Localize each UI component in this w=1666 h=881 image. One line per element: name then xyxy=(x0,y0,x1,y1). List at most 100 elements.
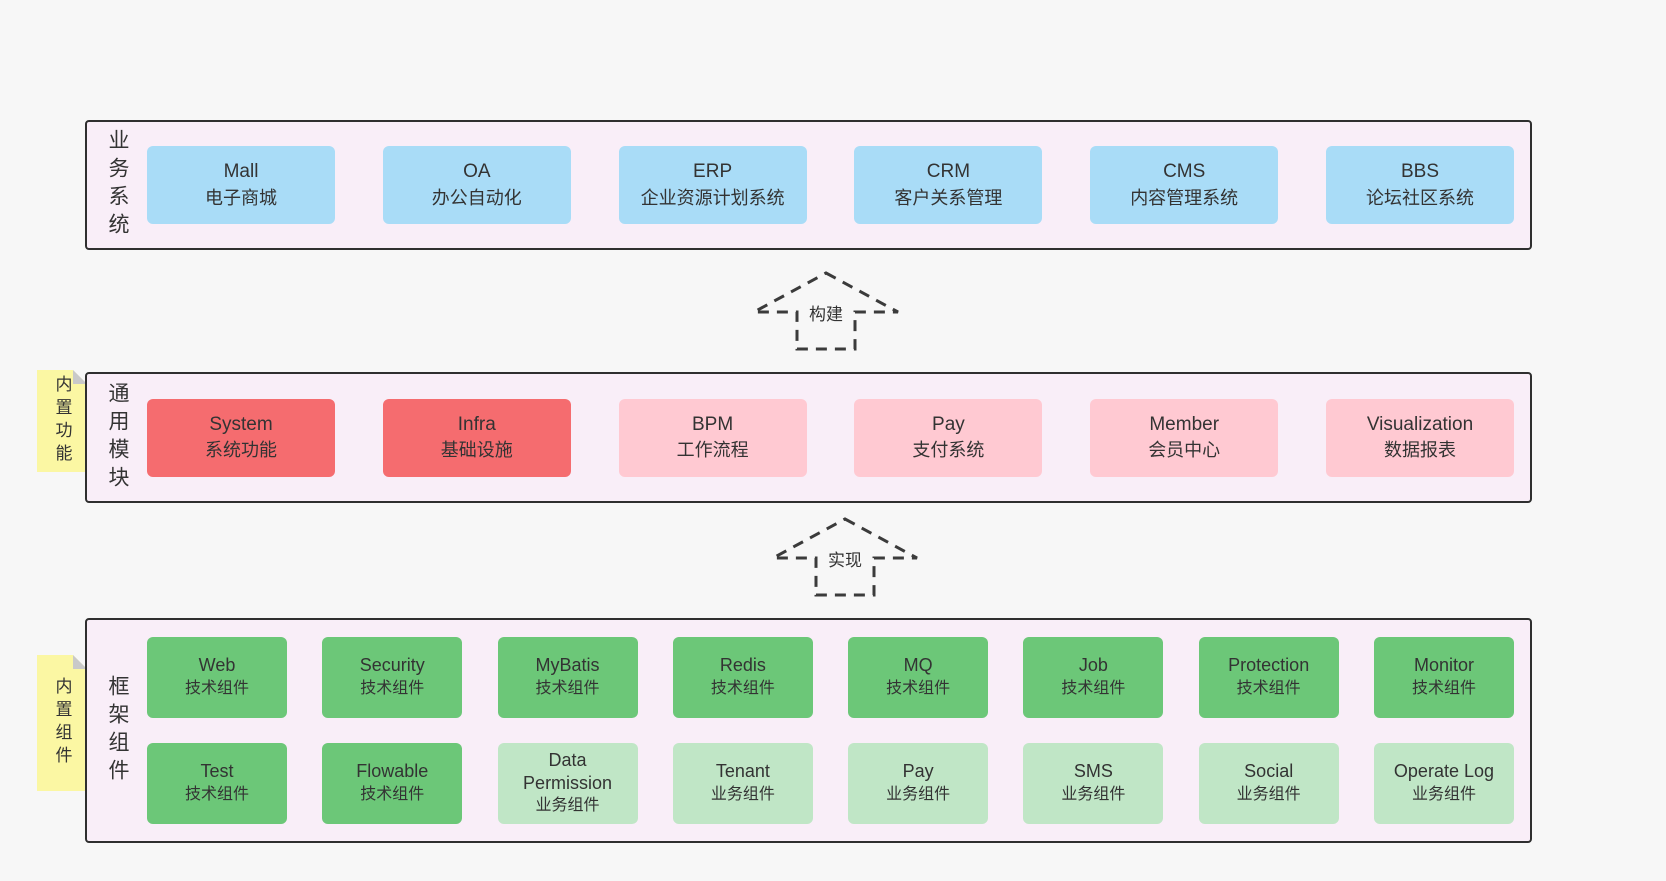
framework-components-row-1: Web 技术组件 Security 技术组件 MyBatis 技术组件 Redi… xyxy=(147,637,1514,718)
business-systems-boxes: Mall 电子商城 OA 办公自动化 ERP 企业资源计划系统 CRM 客户关系… xyxy=(147,122,1530,248)
box-subtitle: 会员中心 xyxy=(1148,440,1221,461)
box-operate-log: Operate Log 业务组件 xyxy=(1373,743,1514,824)
box-bbs: BBS 论坛社区系统 xyxy=(1325,146,1514,224)
box-job: Job 技术组件 xyxy=(1023,637,1164,718)
box-tenant: Tenant 业务组件 xyxy=(672,743,813,824)
box-title: Monitor xyxy=(1413,655,1474,676)
box-subtitle: 系统功能 xyxy=(205,440,277,461)
common-modules-boxes: System 系统功能 Infra 基础设施 BPM 工作流程 Pay 支付系统… xyxy=(147,374,1530,501)
sticky-note-label: 内置功能 xyxy=(52,375,72,467)
box-title: BPM xyxy=(692,413,734,435)
box-subtitle: 技术组件 xyxy=(184,679,249,697)
box-subtitle: 支付系统 xyxy=(912,440,985,461)
box-title: Security xyxy=(359,655,425,676)
box-title: Web xyxy=(198,655,236,676)
box-system: System 系统功能 xyxy=(147,398,335,477)
band-framework-components: 框架组件 Web 技术组件 Security 技术组件 MyBatis 技术组件… xyxy=(85,618,1532,843)
box-title: Test xyxy=(200,761,234,782)
box-subtitle: 基础设施 xyxy=(440,440,513,461)
arrow-up-implement: 实现 xyxy=(770,516,920,598)
box-title: Pay xyxy=(902,761,934,782)
box-title: Job xyxy=(1078,655,1108,676)
band-label-framework-components: 框架组件 xyxy=(87,620,147,841)
box-title: Infra xyxy=(457,413,496,435)
box-subtitle: 办公自动化 xyxy=(431,187,522,208)
framework-components-row-2: Test 技术组件 Flowable 技术组件 Data Permission … xyxy=(147,743,1514,824)
box-mall: Mall 电子商城 xyxy=(147,146,335,224)
box-mq: MQ 技术组件 xyxy=(848,637,989,718)
box-title: Operate Log xyxy=(1393,761,1494,782)
arrow-label: 实现 xyxy=(825,546,865,571)
box-title: SMS xyxy=(1073,761,1113,782)
box-infra: Infra 基础设施 xyxy=(382,398,571,477)
box-title: ERP xyxy=(693,161,733,183)
band-business-systems: 业务系统 Mall 电子商城 OA 办公自动化 ERP 企业资源计划系统 CRM… xyxy=(85,120,1532,250)
box-title: Mall xyxy=(223,161,259,183)
box-oa: OA 办公自动化 xyxy=(382,146,571,224)
arrow-up-build: 构建 xyxy=(751,270,901,352)
framework-components-rows: Web 技术组件 Security 技术组件 MyBatis 技术组件 Redi… xyxy=(147,620,1530,841)
box-subtitle: 内容管理系统 xyxy=(1130,187,1239,208)
box-title: BBS xyxy=(1400,161,1439,183)
box-subtitle: 数据报表 xyxy=(1383,440,1456,461)
box-title: MQ xyxy=(903,655,933,676)
band-label-text: 业务系统 xyxy=(106,129,129,241)
box-title: System xyxy=(209,413,273,435)
box-redis: Redis 技术组件 xyxy=(672,637,813,718)
box-member: Member 会员中心 xyxy=(1090,398,1279,477)
box-subtitle: 工作流程 xyxy=(676,440,749,461)
box-web: Web 技术组件 xyxy=(147,637,287,718)
arrow-label: 构建 xyxy=(806,300,846,325)
box-crm: CRM 客户关系管理 xyxy=(854,146,1043,224)
box-subtitle: 论坛社区系统 xyxy=(1365,187,1474,208)
box-subtitle: 技术组件 xyxy=(886,679,951,697)
box-title: OA xyxy=(463,161,491,183)
box-mybatis: MyBatis 技术组件 xyxy=(497,637,638,718)
box-subtitle: 业务组件 xyxy=(1236,785,1301,803)
box-subtitle: 电子商城 xyxy=(205,187,277,208)
box-subtitle: 技术组件 xyxy=(535,679,600,697)
sticky-note-label: 内置组件 xyxy=(52,677,72,769)
box-cms: CMS 内容管理系统 xyxy=(1090,146,1279,224)
box-visualization: Visualization 数据报表 xyxy=(1325,398,1514,477)
sticky-note-built-in-components: 内置组件 xyxy=(37,655,87,791)
box-flowable: Flowable 技术组件 xyxy=(322,743,463,824)
box-subtitle: 业务组件 xyxy=(535,797,600,814)
box-bpm: BPM 工作流程 xyxy=(618,398,807,477)
dashed-up-arrow-icon xyxy=(772,517,918,597)
band-label-business-systems: 业务系统 xyxy=(87,122,147,248)
box-security: Security 技术组件 xyxy=(322,637,463,718)
box-title: Flowable xyxy=(356,761,429,782)
box-title: Pay xyxy=(932,413,965,435)
box-protection: Protection 技术组件 xyxy=(1198,637,1339,718)
box-subtitle: 技术组件 xyxy=(1061,679,1126,697)
box-subtitle: 客户关系管理 xyxy=(894,187,1003,208)
band-label-text: 框架组件 xyxy=(106,674,129,787)
band-label-text: 通用模块 xyxy=(106,381,129,494)
box-title: Visualization xyxy=(1366,413,1474,435)
band-common-modules: 通用模块 System 系统功能 Infra 基础设施 BPM 工作流程 Pay… xyxy=(85,372,1532,503)
box-title: CMS xyxy=(1163,161,1206,183)
box-title: MyBatis xyxy=(535,655,600,676)
box-title: Social xyxy=(1244,761,1294,782)
box-title: Data Permission xyxy=(523,750,613,793)
box-subtitle: 企业资源计划系统 xyxy=(640,187,785,208)
box-subtitle: 技术组件 xyxy=(184,785,249,803)
box-pay-business: Pay 业务组件 xyxy=(848,743,989,824)
box-title: Tenant xyxy=(715,761,770,782)
box-subtitle: 业务组件 xyxy=(710,785,775,803)
box-sms: SMS 业务组件 xyxy=(1023,743,1164,824)
box-subtitle: 技术组件 xyxy=(360,785,425,803)
box-subtitle: 技术组件 xyxy=(1236,679,1301,697)
box-subtitle: 技术组件 xyxy=(1411,679,1476,697)
dashed-up-arrow-icon xyxy=(753,271,899,351)
box-subtitle: 业务组件 xyxy=(1411,785,1476,803)
box-subtitle: 业务组件 xyxy=(1061,785,1126,803)
box-title: CRM xyxy=(926,161,971,183)
box-title: Protection xyxy=(1228,655,1310,676)
box-subtitle: 技术组件 xyxy=(360,679,425,697)
box-pay: Pay 支付系统 xyxy=(854,398,1043,477)
box-data-permission: Data Permission 业务组件 xyxy=(497,743,638,824)
box-subtitle: 技术组件 xyxy=(710,679,775,697)
